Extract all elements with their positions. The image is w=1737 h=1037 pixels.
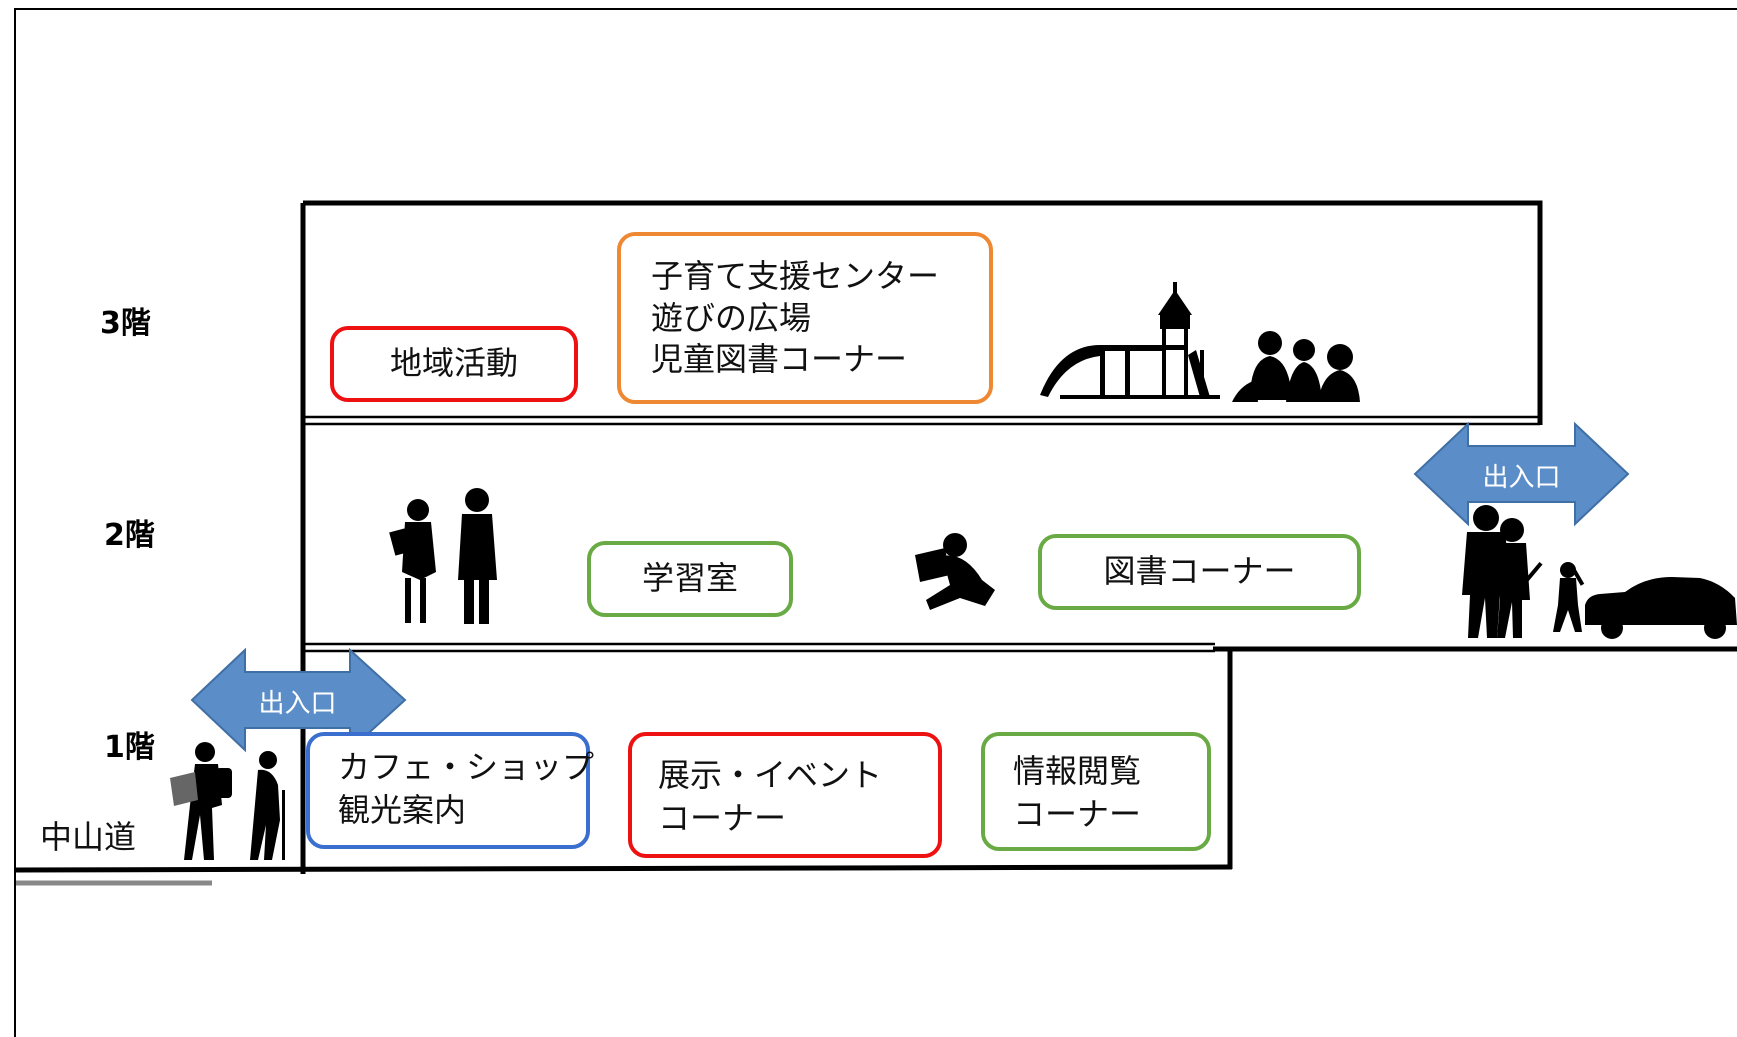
room-cafe-tourism: カフェ・ショップ 観光案内	[306, 732, 595, 849]
floor-slab-3-2	[303, 415, 1540, 426]
business-people-silhouette	[389, 488, 497, 624]
page-frame	[14, 8, 1737, 1037]
room-info-line-1: 情報閲覧	[1013, 752, 1142, 790]
room-info-line-2: コーナー	[1013, 795, 1142, 834]
family-silhouette	[1462, 505, 1585, 638]
entrance-arrow-upper	[1413, 421, 1630, 527]
street-label: 中山道	[40, 818, 137, 856]
room-exhibition-event: 展示・イベント コーナー	[628, 732, 942, 858]
floor-label-3f: 3階	[100, 306, 151, 341]
floor-label-2f: 2階	[104, 518, 155, 553]
room-cafe-line-1: カフェ・ショップ	[338, 748, 595, 786]
room-library: 図書コーナー	[1038, 534, 1361, 610]
room-childcare-line-1: 子育て支援センター	[651, 257, 940, 295]
room-study-line-1: 学習室	[641, 559, 738, 598]
room-study: 学習室	[587, 541, 793, 617]
children-silhouette	[1232, 331, 1360, 402]
room-library-line-1: 図書コーナー	[1103, 552, 1296, 591]
entrance-arrow-ground	[190, 647, 407, 753]
room-childcare-line-2: 遊びの広場	[651, 298, 812, 337]
reading-person-silhouette	[915, 533, 995, 610]
room-cafe-line-2: 観光案内	[338, 791, 467, 830]
entrance-label-upper: 出入口	[1482, 463, 1561, 493]
entrance-label-ground: 出入口	[258, 689, 337, 719]
room-exhibition-line-1: 展示・イベント	[658, 756, 883, 794]
room-childcare-center: 子育て支援センター 遊びの広場 児童図書コーナー	[617, 232, 993, 404]
playground-silhouette	[1040, 282, 1220, 399]
building-walls	[13, 200, 1543, 874]
room-community-line-1: 地域活動	[389, 344, 518, 383]
room-childcare-line-3: 児童図書コーナー	[651, 340, 908, 379]
hikers-silhouette	[170, 742, 285, 860]
floor-label-1f: 1階	[104, 730, 155, 765]
room-exhibition-line-2: コーナー	[658, 799, 787, 838]
car-silhouette	[1585, 577, 1737, 639]
room-information: 情報閲覧 コーナー	[981, 732, 1211, 851]
room-community-activities: 地域活動	[330, 326, 578, 402]
floor-slab-2-1	[303, 642, 1215, 653]
